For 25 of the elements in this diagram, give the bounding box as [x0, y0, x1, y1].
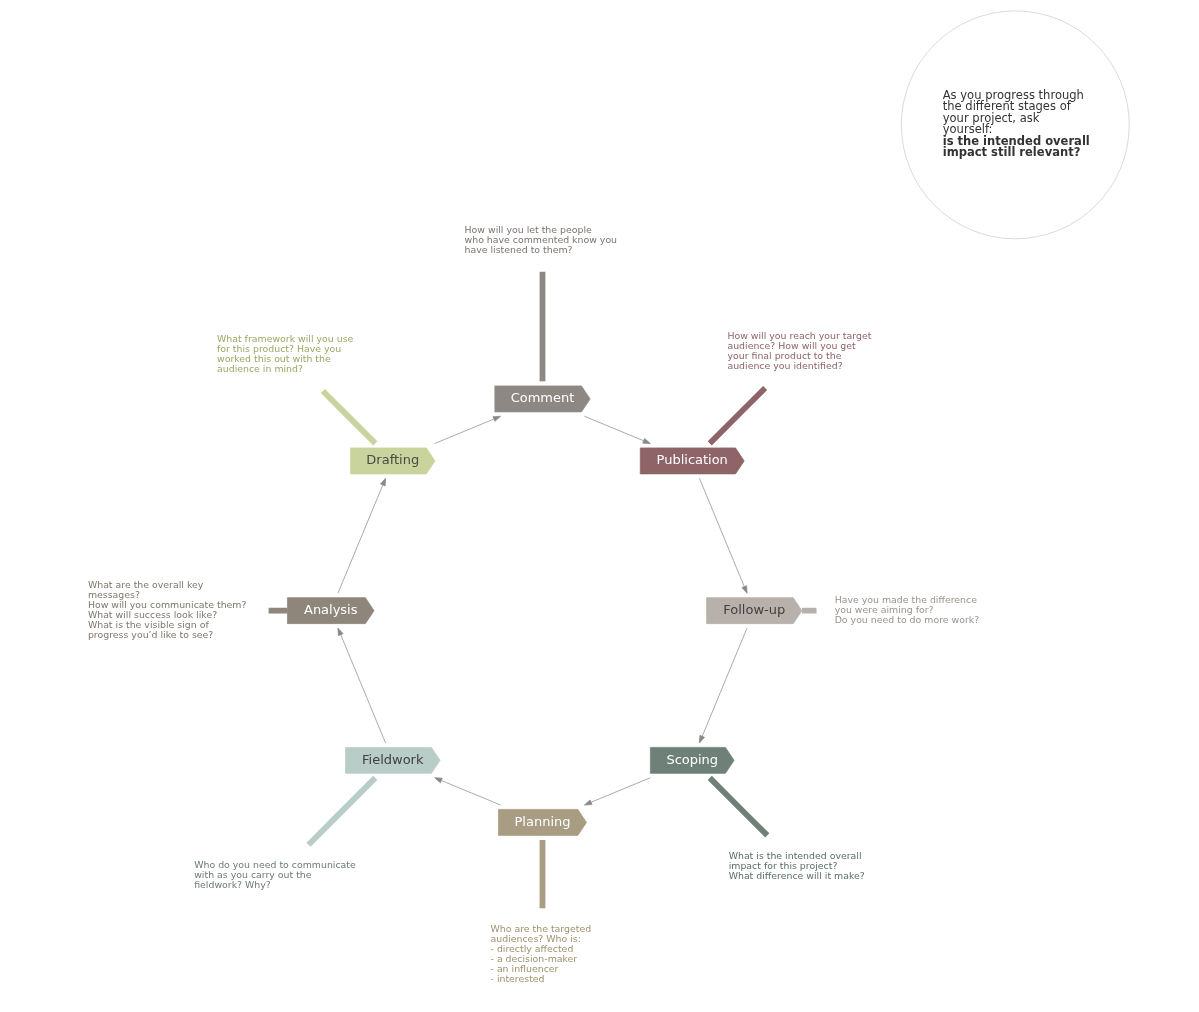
- node-circle: As you progress through the different stages of your project, ask yourself: is the intended overall impact still relevant?: [901, 10, 1130, 240]
- connector: [539, 839, 546, 909]
- node-text: What are the overall key messages? How will you communicate them? What will success look like? What is the visible sign of progress you’d like to see?: [87, 578, 247, 641]
- arrow: [584, 415, 651, 444]
- arrow: [434, 415, 501, 444]
- connector: [306, 775, 378, 847]
- connector: [320, 389, 378, 446]
- arrow: [434, 777, 501, 806]
- node-text: Have you made the difference you were aiming for? Do you need to do more work?: [834, 593, 980, 626]
- node-text: What is the intended overall impact for this project? What difference will it make?: [728, 849, 865, 882]
- node-text: Who are the targeted audiences? Who is: - directly affected - a decision-maker - an influencer - interested: [490, 922, 592, 985]
- arrow: [584, 777, 651, 806]
- node-text: Who do you need to communicate with as you carry out the fieldwork? Why?: [194, 859, 356, 891]
- arrow: [337, 477, 386, 594]
- arrow: [699, 478, 748, 594]
- node-text: How will you let the people who have commented know you have listened to them?: [464, 223, 618, 256]
- node-text: How will you reach your target audience? How will you get your final product to the audience you identified?: [727, 330, 872, 372]
- connector: [707, 775, 770, 838]
- arrow: [337, 627, 386, 744]
- connector: [268, 607, 288, 614]
- connector: [707, 385, 768, 446]
- connector: [802, 607, 817, 614]
- arrow: [699, 627, 748, 744]
- connector: [539, 271, 546, 382]
- node-text: What framework will you use for this product? Have you worked this out with the audience in mind?: [217, 333, 354, 375]
